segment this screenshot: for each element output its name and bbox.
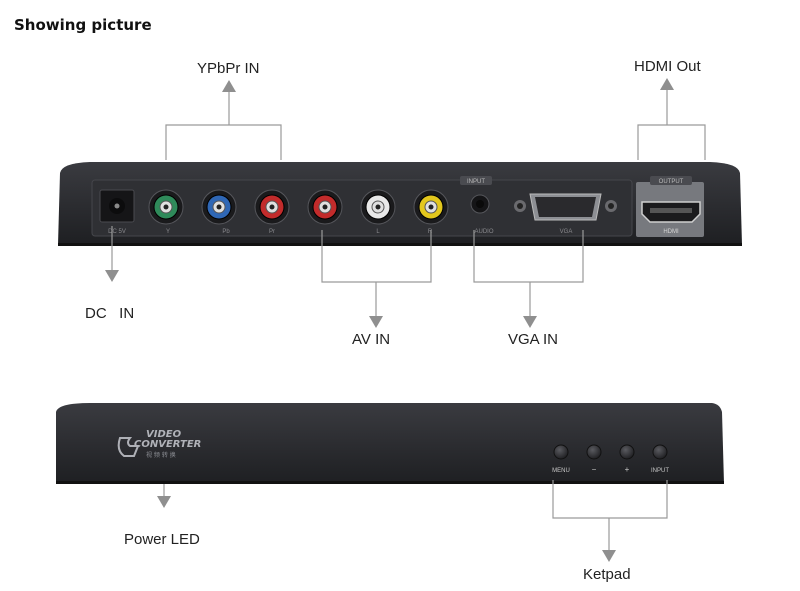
pr-jack: [254, 189, 290, 225]
audio-r-jack: [307, 189, 343, 225]
y-jack: [148, 189, 184, 225]
audio-label: AUDIO: [474, 229, 493, 235]
keypad-label: Ketpad: [583, 566, 631, 583]
menu-button[interactable]: [553, 444, 569, 460]
input-badge-text: INPUT: [467, 179, 485, 185]
input-badge: [460, 176, 492, 185]
y-label: Y: [166, 229, 170, 235]
menu-button-label: MENU: [552, 468, 570, 474]
av-arrow-icon: [369, 316, 383, 328]
l-label: L: [376, 229, 380, 235]
vga-port: [514, 193, 617, 221]
hdmi-arrow-icon: [660, 78, 674, 90]
dc-in-label: DC IN: [85, 305, 135, 322]
r-label: R: [428, 229, 433, 235]
minus-button-label: −: [592, 465, 597, 474]
vga-label: VGA: [560, 229, 573, 235]
audio-l-jack: [360, 189, 396, 225]
dc-arrow-icon: [105, 270, 119, 282]
keypad-arrow-icon: [602, 550, 616, 562]
input-button[interactable]: [652, 444, 668, 460]
back-panel: INPUT DC 5V Pb Pr Y L R AUDIO VGA OUTPUT…: [58, 162, 742, 246]
logo-subtitle: 视 频 转 换: [146, 451, 176, 459]
front-panel: VIDEO CONVERTER 视 频 转 换 MENU − + INPUT: [56, 403, 724, 484]
callout-lines: [111, 88, 706, 552]
output-badge-text: OUTPUT: [659, 179, 684, 185]
page-heading: Showing picture: [14, 16, 152, 34]
power-led-label: Power LED: [124, 531, 200, 548]
logo-line1: VIDEO: [146, 429, 182, 440]
hdmi-label: HDMI: [663, 229, 679, 235]
vga-arrow-icon: [523, 316, 537, 328]
callout-arrows: [105, 78, 674, 562]
minus-button[interactable]: [586, 444, 602, 460]
plus-button[interactable]: [619, 444, 635, 460]
video-jack: [413, 189, 449, 225]
rca-jacks: [148, 189, 449, 225]
plus-button-label: +: [625, 465, 630, 474]
input-button-label: INPUT: [651, 468, 669, 474]
ypbpr-arrow-icon: [222, 80, 236, 92]
ypbpr-in-label: YPbPr IN: [197, 60, 260, 77]
dc-label: DC 5V: [108, 229, 126, 235]
pb-jack: [201, 189, 237, 225]
logo-line2: CONVERTER: [134, 439, 201, 450]
audio-jack: [470, 194, 490, 214]
video-converter-logo: VIDEO CONVERTER 视 频 转 换: [117, 429, 201, 459]
vga-in-label: VGA IN: [508, 331, 559, 348]
hdmi-port: OUTPUT HDMI: [636, 176, 704, 237]
keypad-buttons: MENU − + INPUT: [552, 444, 669, 474]
dc-jack: [99, 189, 135, 223]
hdmi-out-label: HDMI Out: [634, 58, 701, 75]
pr-label: Pr: [269, 229, 275, 235]
av-in-label: AV IN: [352, 331, 391, 348]
pb-label: Pb: [222, 229, 230, 235]
power-led-arrow-icon: [157, 496, 171, 508]
